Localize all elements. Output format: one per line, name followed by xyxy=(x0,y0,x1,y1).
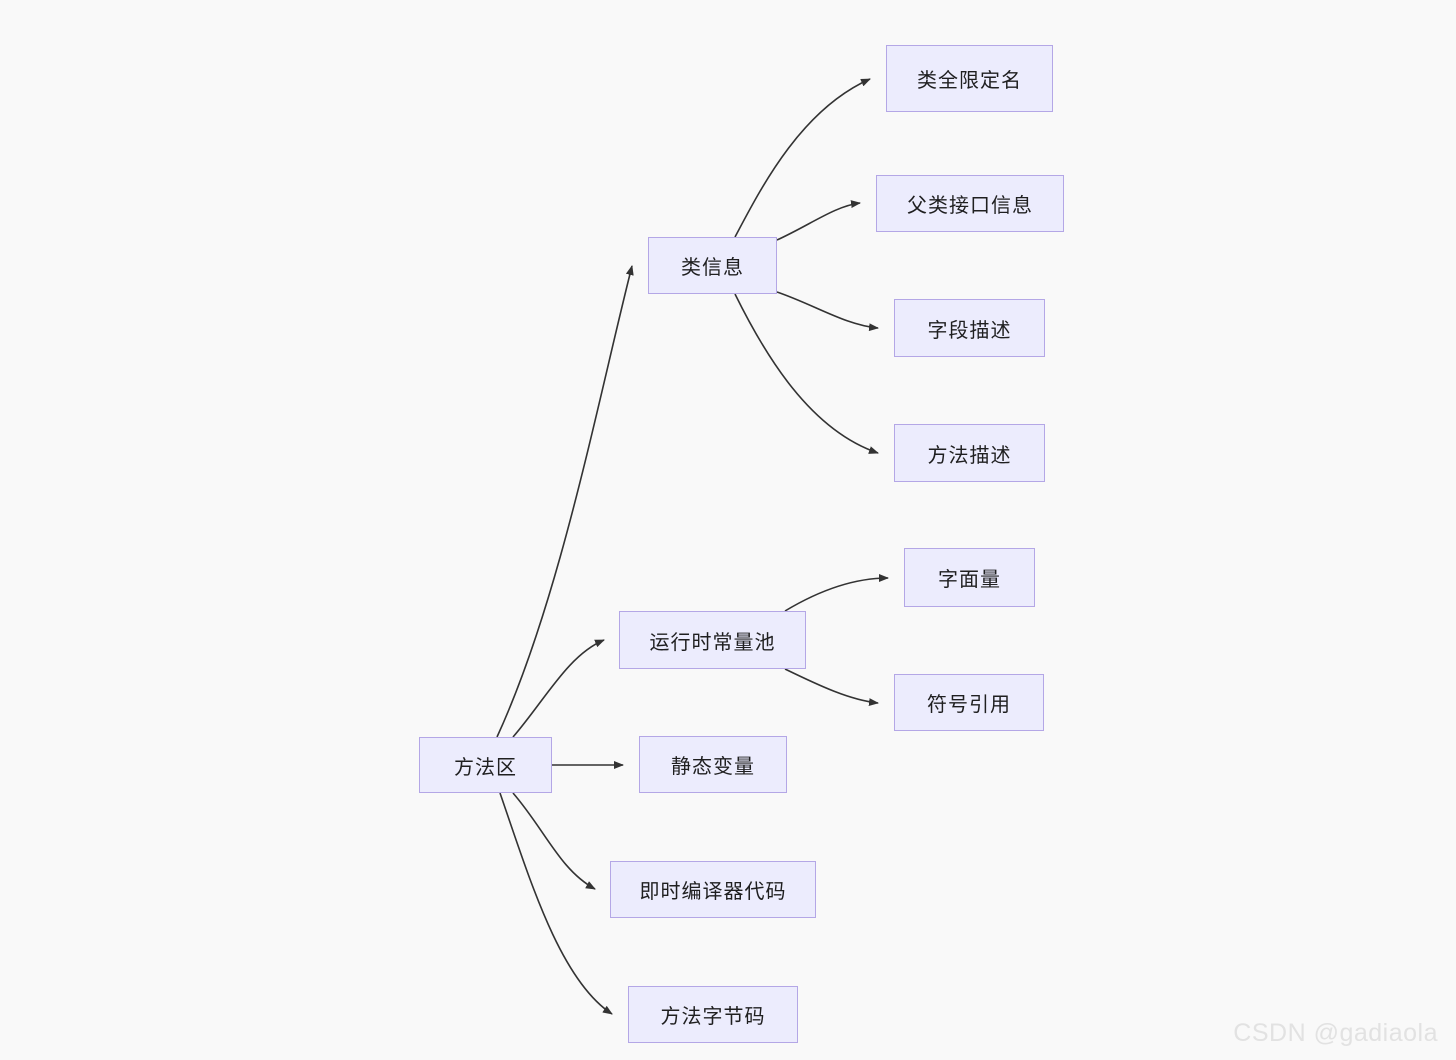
node-label-jit-code: 即时编译器代码 xyxy=(639,881,787,903)
node-label-method-desc: 方法描述 xyxy=(927,444,1012,467)
node-method-area[interactable]: 方法区 xyxy=(419,737,552,793)
edge-class-info-to-method-desc xyxy=(734,293,879,454)
edge-method-area-to-jit-code xyxy=(512,792,596,890)
node-label-literal: 字面量 xyxy=(938,569,1001,591)
node-label-method-bytecode: 方法字节码 xyxy=(660,1006,766,1028)
node-label-method-area: 方法区 xyxy=(454,756,517,779)
node-super-interface[interactable]: 父类接口信息 xyxy=(876,175,1064,232)
edge-class-info-to-field-desc xyxy=(776,291,879,332)
node-runtime-const-pool[interactable]: 运行时常量池 xyxy=(619,611,806,669)
node-class-full-name[interactable]: 类全限定名 xyxy=(886,45,1053,112)
node-label-class-full-name: 类全限定名 xyxy=(917,70,1022,92)
node-method-bytecode[interactable]: 方法字节码 xyxy=(628,986,798,1043)
edge-method-area-to-runtime-const-pool xyxy=(512,639,605,738)
edge-runtime-const-pool-to-literal xyxy=(784,574,889,612)
node-field-desc[interactable]: 字段描述 xyxy=(894,299,1045,357)
edge-class-info-to-super-interface xyxy=(776,200,861,241)
edge-method-area-to-method-bytecode xyxy=(499,792,613,1015)
node-label-super-interface: 父类接口信息 xyxy=(907,195,1033,217)
node-method-desc[interactable]: 方法描述 xyxy=(894,424,1045,482)
node-label-static-var: 静态变量 xyxy=(671,756,755,778)
node-label-symbol-ref: 符号引用 xyxy=(927,694,1011,716)
edge-method-area-to-class-info xyxy=(496,265,634,738)
node-label-class-info: 类信息 xyxy=(681,257,744,279)
node-class-info[interactable]: 类信息 xyxy=(648,237,777,294)
edge-runtime-const-pool-to-symbol-ref xyxy=(784,668,879,707)
node-static-var[interactable]: 静态变量 xyxy=(639,736,787,793)
edge-class-info-to-class-full-name xyxy=(734,78,871,238)
node-label-runtime-const-pool: 运行时常量池 xyxy=(649,631,776,654)
node-jit-code[interactable]: 即时编译器代码 xyxy=(610,861,816,918)
node-symbol-ref[interactable]: 符号引用 xyxy=(894,674,1044,731)
node-label-field-desc: 字段描述 xyxy=(927,319,1012,342)
node-literal[interactable]: 字面量 xyxy=(904,548,1035,607)
watermark: CSDN @gadiaola xyxy=(1233,1019,1438,1047)
